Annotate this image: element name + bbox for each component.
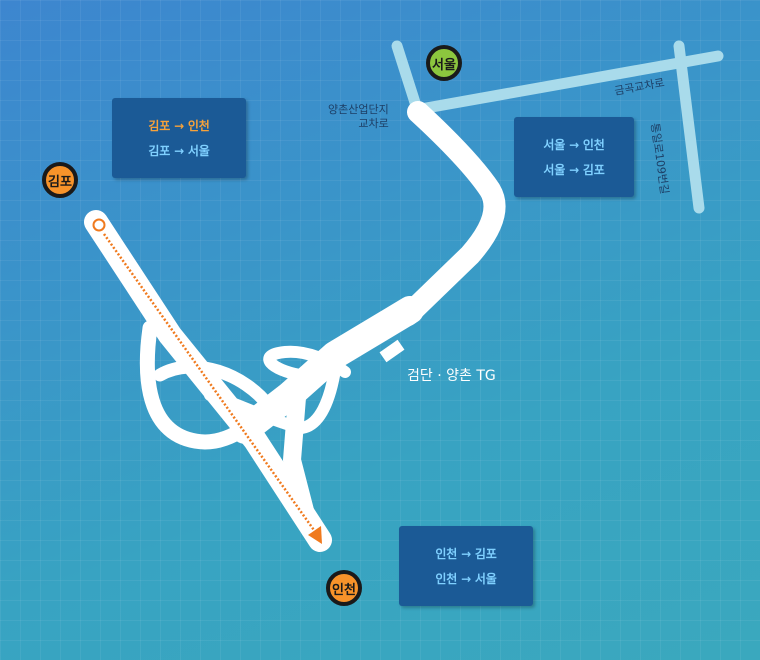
direction-seoul-to-gimpo: 서울 → 김포 — [543, 163, 605, 177]
direction-seoul-to-incheon: 서울 → 인천 — [543, 138, 605, 152]
main-ramp-north — [397, 101, 506, 326]
road-geumgok — [409, 50, 724, 116]
local-roads — [391, 40, 724, 214]
direction-gimpo-to-incheon: 김포 → 인천 — [148, 119, 210, 133]
label-interchange-line2: 교차로 — [358, 117, 389, 130]
direction-box-seoul: 서울 → 인천 서울 → 김포 — [514, 117, 634, 197]
route-start-circle — [92, 218, 106, 232]
toll-gate-label: 검단 · 양촌 TG — [407, 368, 496, 384]
marker-incheon: 인천 — [326, 570, 362, 606]
road-tonghwa — [673, 40, 705, 214]
ramp-branch-incheon — [283, 376, 319, 539]
route-arrow-head — [308, 526, 322, 544]
road-to-seoul — [391, 40, 424, 118]
loop-west — [139, 320, 330, 450]
marker-gimpo: 김포 — [42, 162, 78, 198]
marker-seoul: 서울 — [426, 45, 462, 81]
route-dotted-line — [102, 233, 318, 534]
label-interchange: 양촌산업단지 교차로 — [328, 103, 389, 131]
diagonal-gimpo-incheon — [84, 210, 332, 552]
ramp-east-connector — [296, 364, 341, 434]
label-interchange-line1: 양촌산업단지 — [328, 103, 389, 116]
toll-gate-marker — [379, 339, 405, 363]
highlight-route — [92, 218, 322, 544]
ramp-small-loop — [263, 345, 351, 381]
direction-gimpo-to-seoul: 김포 → 서울 — [148, 144, 210, 158]
loop-outer-north — [153, 360, 275, 412]
direction-box-incheon: 인천 → 김포 인천 → 서울 — [399, 526, 533, 606]
direction-incheon-to-seoul: 인천 → 서울 — [435, 572, 497, 586]
direction-incheon-to-gimpo: 인천 → 김포 — [435, 547, 497, 561]
direction-box-gimpo: 김포 → 인천 김포 → 서울 — [112, 98, 246, 178]
